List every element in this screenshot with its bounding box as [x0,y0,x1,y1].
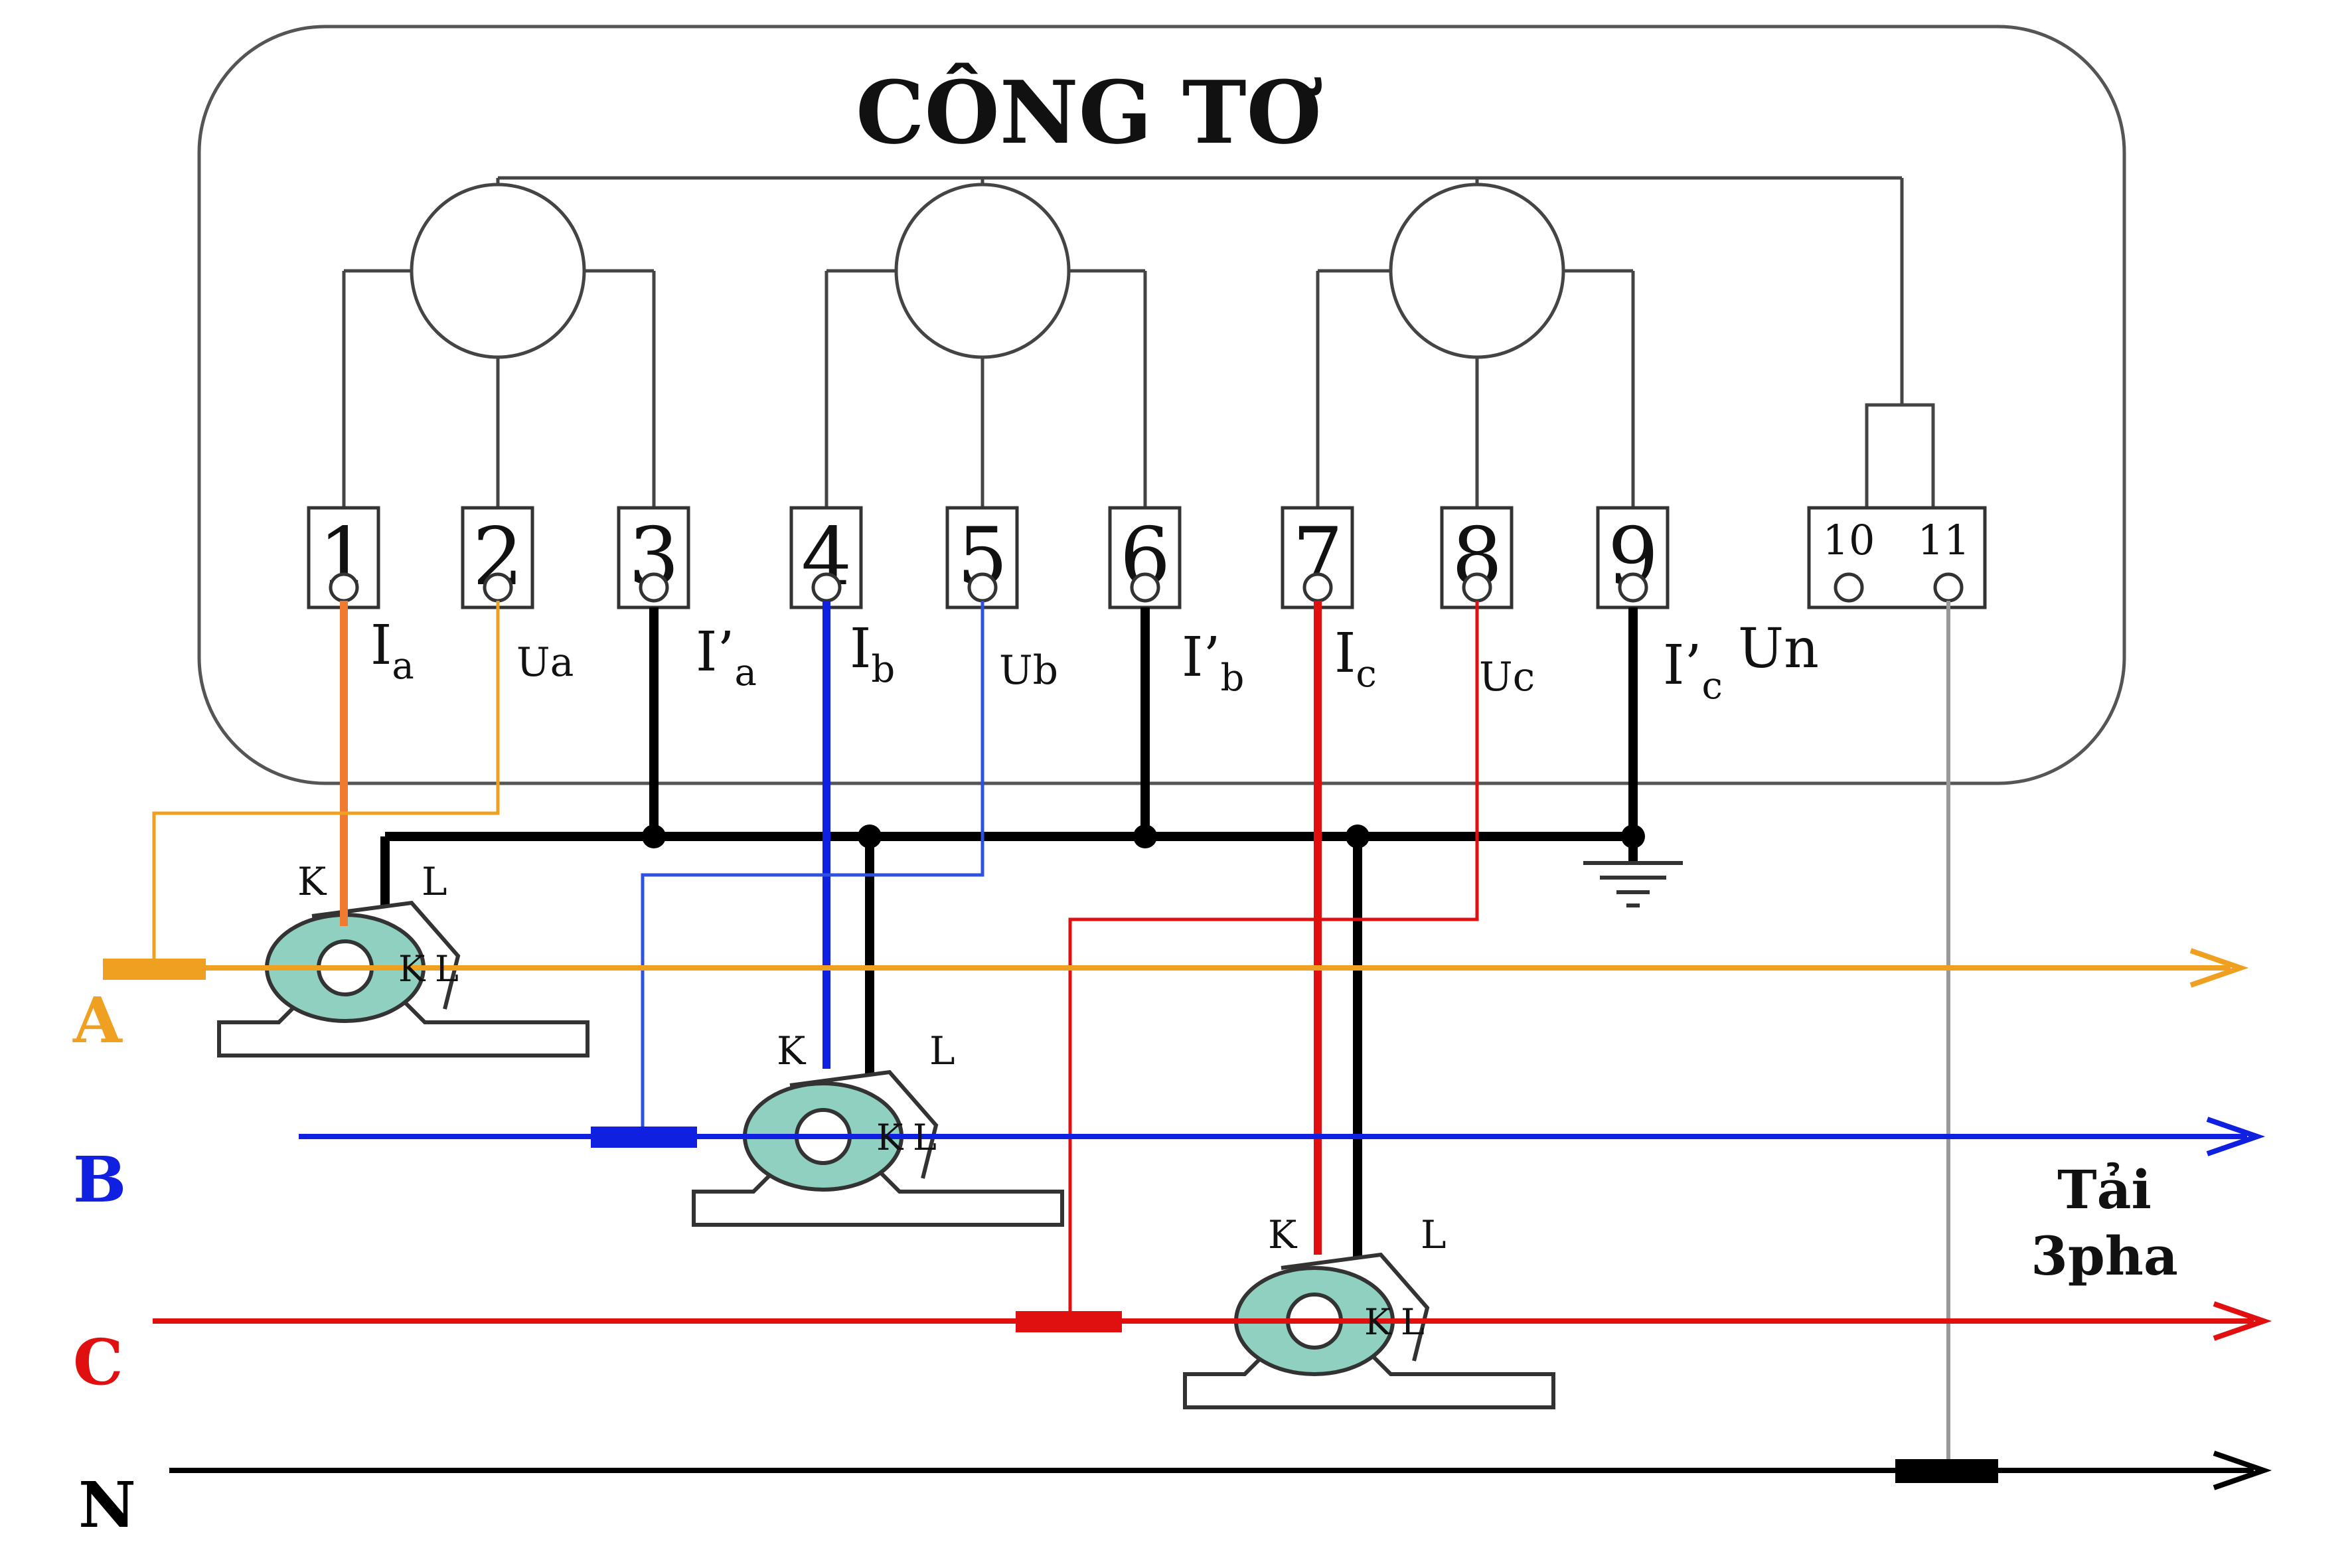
coil-b [894,183,1071,359]
svg-text:L: L [1401,1301,1425,1343]
phase-a-label: A [72,984,123,1058]
label-ia-out: I’a [696,621,757,694]
svg-text:K: K [1268,1212,1298,1257]
terminal-7: 7 [1281,506,1354,609]
label-ub: Ub [999,647,1058,694]
label-ic: Ic [1334,622,1377,696]
label-ib: Ib [850,617,895,691]
svg-text:K: K [876,1117,904,1158]
phase-c-label: C [73,1326,123,1399]
meter-internal-wiring [342,176,1935,510]
current-transformer-b: K L K L [692,1028,1064,1227]
label-ia: Ia [370,614,414,688]
svg-text:K: K [1364,1301,1392,1343]
svg-text:K: K [777,1028,807,1073]
current-transformer-c: K L K L [1129,1212,1555,1409]
label-un: Un [1738,617,1819,680]
meter-title: CÔNG TƠ [856,62,1322,163]
terminal-10-11: 10 11 [1807,506,1987,609]
ground-symbol [1583,861,1683,907]
terminal-4: 4 [789,506,863,609]
svg-text:L: L [929,1028,955,1073]
terminal-5: 5 [945,506,1019,609]
load-label-line1: Tải [2057,1158,2152,1221]
terminal-11: 11 [1918,516,1970,564]
terminal-2: 2 [461,506,534,609]
label-ic-out: I’c [1663,634,1723,708]
terminal-10: 10 [1823,516,1875,564]
label-ib-out: I’b [1182,626,1244,700]
phase-b-line [299,1117,2266,1156]
neutral-label: N [78,1468,136,1542]
terminal-labels: Ia Ua I’a Ib Ub I’b Ic Uc I’c Un [370,614,1819,708]
svg-text:L: L [913,1117,937,1158]
terminal-1: 1 [307,506,380,609]
terminal-9: 9 [1596,506,1670,609]
svg-text:L: L [422,859,447,904]
label-ua: Ua [516,639,574,686]
label-uc: Uc [1479,654,1535,700]
current-transformer-a: K L K L [103,859,589,1058]
ground-bus-nodes [642,824,1645,848]
terminal-3: 3 [617,506,690,609]
phase-b-wires [641,601,984,1137]
phase-b-label: B [73,1143,126,1217]
svg-text:L: L [435,948,459,990]
ground-bus [380,607,1638,1261]
meter-housing [197,25,2126,785]
neutral-line [169,1450,2272,1490]
coil-c [1389,183,1565,359]
svg-text:K: K [297,859,327,904]
svg-text:K: K [398,948,426,990]
coil-a [410,183,586,359]
load-label-line2: 3pha [2031,1225,2178,1287]
terminal-6: 6 [1108,506,1182,609]
terminal-8: 8 [1440,506,1514,609]
phase-c-wires [1068,601,1479,1321]
svg-text:L: L [1421,1212,1447,1257]
